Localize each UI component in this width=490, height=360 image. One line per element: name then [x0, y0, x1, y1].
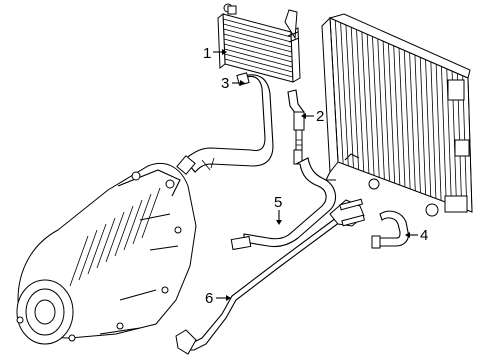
callout-number: 4 — [420, 227, 428, 244]
callout-2: 2 — [301, 108, 324, 125]
radiator — [321, 13, 473, 217]
hose-3 — [176, 72, 274, 175]
callout-number: 5 — [274, 194, 282, 211]
callout-6: 6 — [205, 290, 231, 307]
transmission — [16, 163, 197, 345]
callout-number: 6 — [205, 290, 213, 307]
callout-number: 3 — [221, 75, 229, 92]
oil-cooler — [217, 3, 301, 83]
callout-number: 2 — [316, 108, 324, 125]
callout-4: 4 — [405, 227, 428, 244]
callout-3: 3 — [221, 75, 245, 92]
line-6 — [175, 198, 366, 355]
callout-number: 1 — [203, 45, 211, 62]
hose-5 — [230, 149, 337, 251]
callout-1: 1 — [203, 45, 227, 62]
hose-4 — [371, 210, 409, 249]
callout-5: 5 — [274, 194, 282, 225]
hose-2 — [287, 89, 305, 153]
